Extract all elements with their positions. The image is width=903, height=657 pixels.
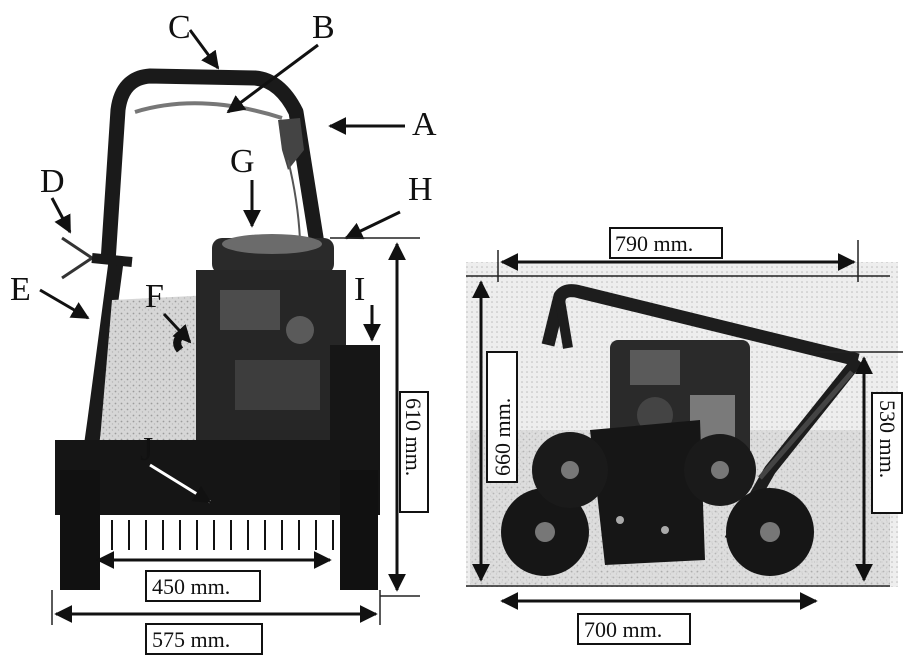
side-handle [541,284,860,367]
callout-d: D [40,163,65,200]
callout-b: B [312,9,335,46]
tine-row [94,520,334,550]
arrow-d [50,197,72,234]
control-lever [278,118,304,170]
dim-side-base-length: 700 mm. [584,617,662,642]
arrow-f [162,312,192,344]
handle-crossbar [134,101,283,120]
wheel-front-right [684,434,756,506]
wheel-front-left [532,432,608,508]
dim-side-rear-height: 530 mm. [875,400,900,478]
side-view: 790 mm. 660 mm. 530 mm. 700 mm. [466,227,903,645]
arrow-e [39,288,90,320]
dim-side-top-length: 790 mm. [615,231,693,256]
arrow-h [344,210,401,240]
dim-front-inner-width: 450 mm. [152,574,230,599]
dim-front-height: 610 mm. [401,398,426,476]
callout-a: A [412,106,437,143]
handle-frame [100,68,326,263]
callout-j: J [140,431,153,468]
front-view: A B C D E F G H I J 610 mm. 450 mm. [10,9,437,655]
wheel-rear-left [501,488,589,576]
front-shield [100,295,212,440]
wheel-rear-right [726,488,814,576]
callout-f: F [145,278,164,315]
arrow-b [226,43,319,114]
side-body [590,420,705,565]
callout-e: E [10,271,31,308]
dim-front-total-width: 575 mm. [152,627,230,652]
side-bracket [61,236,95,280]
arrow-c [188,29,220,70]
callout-g: G [230,143,255,180]
callout-h: H [408,171,433,208]
callout-i: I [354,271,365,308]
callout-c: C [168,9,191,46]
dim-side-height: 660 mm. [490,398,515,476]
base-deck [55,440,380,515]
